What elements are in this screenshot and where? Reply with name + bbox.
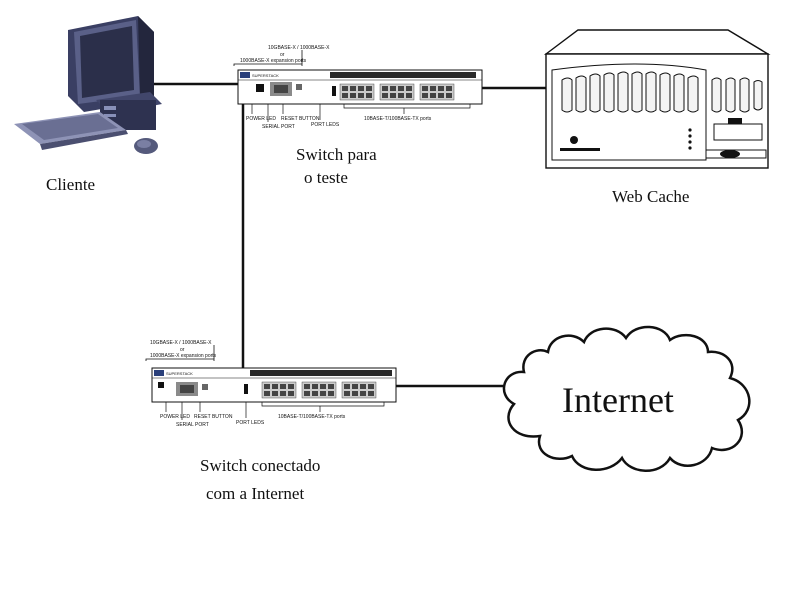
svg-text:SERIAL PORT: SERIAL PORT xyxy=(176,422,209,428)
svg-text:RESET BUTTON: RESET BUTTON xyxy=(194,414,233,420)
test-switch-top-annotation: 10GBASE-X / 1000BASE-X or 1000BASE-X exp… xyxy=(233,45,330,66)
svg-text:or: or xyxy=(180,347,185,353)
client-computer-icon xyxy=(14,16,162,154)
svg-text:10BASE-T/100BASE-TX ports: 10BASE-T/100BASE-TX ports xyxy=(278,414,346,420)
svg-text:1000BASE-X expansion ports: 1000BASE-X expansion ports xyxy=(240,58,307,64)
svg-text:RESET BUTTON: RESET BUTTON xyxy=(281,116,320,122)
test-switch-label-line2: o teste xyxy=(304,168,348,187)
internet-switch-label-line1: Switch conectado xyxy=(200,456,320,475)
svg-text:10BASE-T/100BASE-TX ports: 10BASE-T/100BASE-TX ports xyxy=(364,116,432,122)
web-cache-label: Web Cache xyxy=(612,187,689,206)
internet-switch-label-line2: com a Internet xyxy=(206,484,304,503)
client-label: Cliente xyxy=(46,175,95,194)
svg-text:1000BASE-X expansion ports: 1000BASE-X expansion ports xyxy=(150,353,217,359)
svg-text:POWER LED: POWER LED xyxy=(246,116,276,122)
svg-text:SUPERSTACK: SUPERSTACK xyxy=(252,73,279,78)
svg-text:PORT LEDS: PORT LEDS xyxy=(236,420,265,426)
svg-text:10GBASE-X / 1000BASE-X: 10GBASE-X / 1000BASE-X xyxy=(268,45,330,51)
test-switch-icon: 10GBASE-X / 1000BASE-X or 1000BASE-X exp… xyxy=(233,45,483,130)
svg-text:or: or xyxy=(280,52,285,58)
internet-switch-top-annotation: 10GBASE-X / 1000BASE-X or 1000BASE-X exp… xyxy=(145,340,217,361)
svg-text:10GBASE-X / 1000BASE-X: 10GBASE-X / 1000BASE-X xyxy=(150,340,212,346)
svg-text:POWER LED: POWER LED xyxy=(160,414,190,420)
svg-text:SERIAL PORT: SERIAL PORT xyxy=(262,124,295,130)
svg-text:SUPERSTACK: SUPERSTACK xyxy=(166,371,193,376)
internet-switch-icon: 10GBASE-X / 1000BASE-X or 1000BASE-X exp… xyxy=(145,340,397,428)
web-cache-server-icon xyxy=(543,29,771,169)
internet-label: Internet xyxy=(562,380,674,420)
test-switch-label-line1: Switch para xyxy=(296,145,377,164)
connection-lines xyxy=(150,82,550,388)
internet-cloud-icon xyxy=(502,325,751,472)
svg-text:PORT LEDS: PORT LEDS xyxy=(311,122,340,128)
